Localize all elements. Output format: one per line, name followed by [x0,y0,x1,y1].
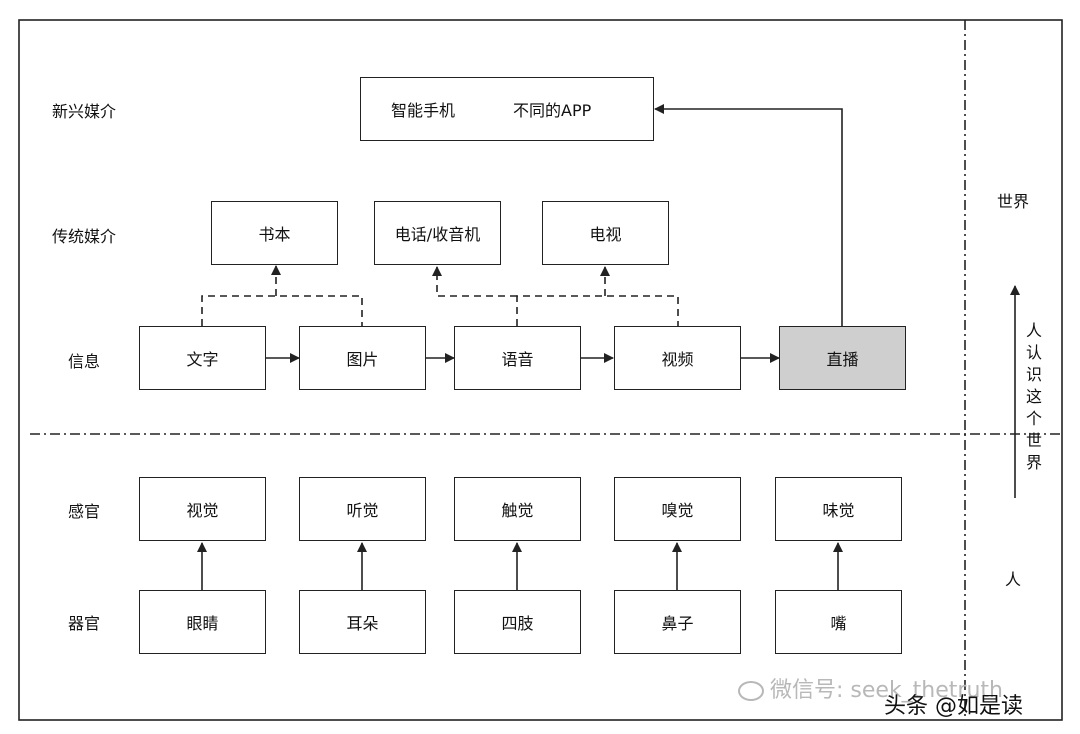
understand-char: 这 [1025,387,1042,406]
book-box: 书本 [211,201,338,265]
sense-touch-box: 触觉 [454,477,581,541]
emerging-media-box: 智能手机 不同的APP [360,77,654,141]
info-video-box: 视频 [614,326,741,390]
outer-frame [18,19,1063,721]
wechat-watermark-text: 微信号: seek_thetruth [770,678,1003,703]
side-label-person: 人 [1005,570,1022,589]
info-text-box: 文字 [139,326,266,390]
organ-eyes-box: 眼睛 [139,590,266,654]
info-voice-box: 语音 [454,326,581,390]
phone-radio-box: 电话/收音机 [374,201,501,265]
row-label-traditional: 传统媒介 [52,227,117,246]
understand-char: 世 [1025,431,1042,450]
wechat-watermark: 微信号: seek_thetruth [738,672,1003,704]
understand-world-vertical-text: 人 认 识 这 个 世 界 [1024,320,1044,474]
understand-char: 认 [1025,343,1042,362]
sense-smell-box: 嗅觉 [614,477,741,541]
understand-char: 识 [1025,365,1042,384]
understand-char: 人 [1025,321,1042,340]
wechat-icon [738,681,764,701]
sense-hearing-box: 听觉 [299,477,426,541]
row-label-senses: 感官 [68,502,101,521]
understand-char: 个 [1025,409,1042,428]
dashed-to-phone-tv [516,295,679,326]
understand-char: 界 [1025,453,1042,472]
smartphone-label: 智能手机 [391,101,456,120]
sense-taste-box: 味觉 [775,477,902,541]
toutiao-watermark: 头条 @如是读 [884,694,1023,719]
dashed-to-book [201,295,363,326]
sense-sight-box: 视觉 [139,477,266,541]
side-label-world: 世界 [997,192,1030,211]
organ-mouth-box: 嘴 [775,590,902,654]
organ-nose-box: 鼻子 [614,590,741,654]
organ-ears-box: 耳朵 [299,590,426,654]
info-image-box: 图片 [299,326,426,390]
row-label-information: 信息 [68,352,101,371]
row-label-organs: 器官 [68,614,101,633]
tv-box: 电视 [542,201,669,265]
info-live-box: 直播 [779,326,906,390]
arrow-to-phone-radio [432,266,517,297]
arrow-live-to-emerging [654,104,843,326]
organ-limbs-box: 四肢 [454,590,581,654]
apps-label: 不同的APP [513,101,592,120]
row-label-emerging: 新兴媒介 [52,102,117,121]
